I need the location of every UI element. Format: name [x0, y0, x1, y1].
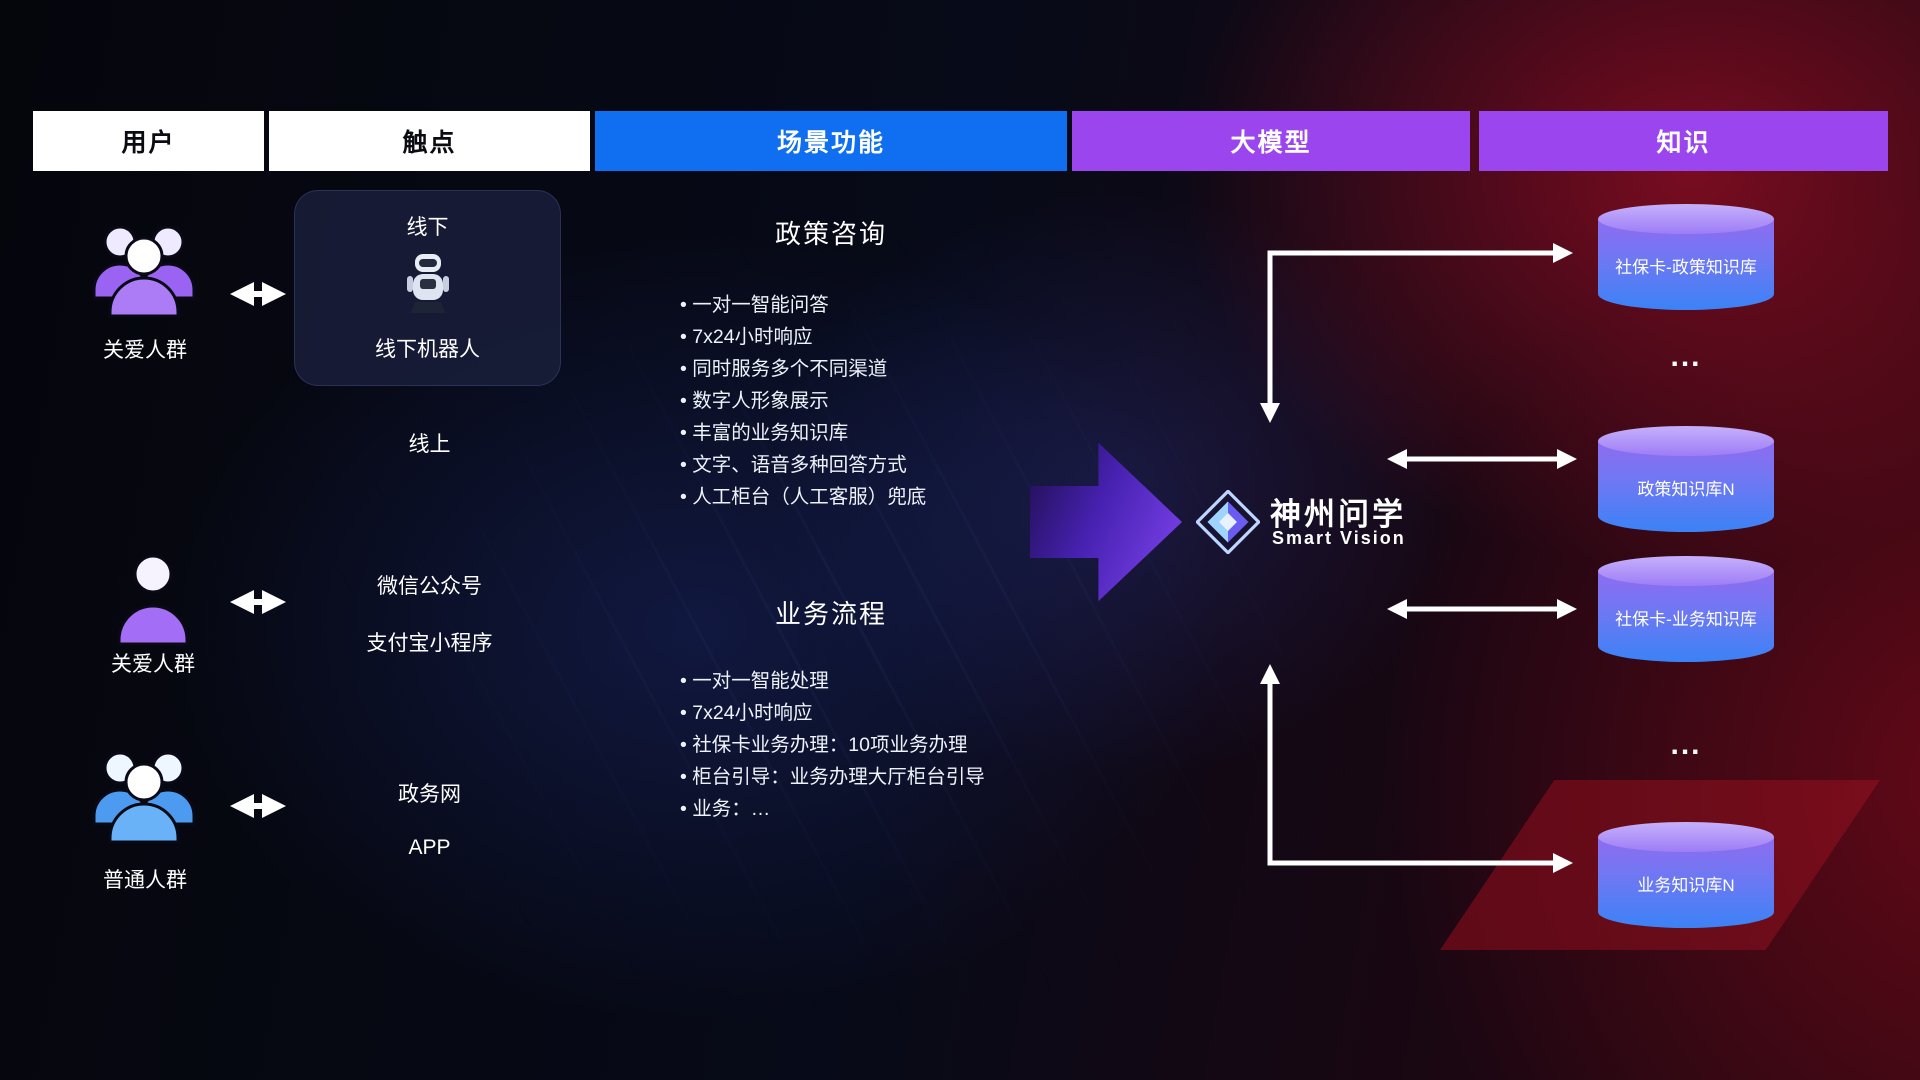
knowledge-db-policy-n: 政策知识库N: [1598, 426, 1774, 532]
scenario-policy-list: 一对一智能问答 7x24小时响应 同时服务多个不同渠道 数字人形象展示 丰富的业…: [680, 289, 1080, 513]
list-item: 人工柜台（人工客服）兜底: [680, 481, 1080, 513]
knowledge-db-policy-ssc: 社保卡-政策知识库: [1598, 204, 1774, 310]
column-header-users: 用户: [33, 111, 264, 171]
knowledge-db-label: 政策知识库N: [1637, 479, 1735, 499]
knowledge-db-label: 社保卡-业务知识库: [1615, 609, 1757, 629]
column-header-model: 大模型: [1072, 111, 1470, 171]
user-group-purple-icon: [82, 216, 206, 323]
cylinder-top: [1598, 204, 1774, 234]
user-label: 关爱人群: [111, 653, 195, 676]
smart-vision-logo-icon: [1195, 489, 1261, 555]
list-item: 柜台引导：业务办理大厅柜台引导: [680, 761, 1080, 793]
channel-govweb: 政务网: [398, 783, 461, 806]
user-label: 关爱人群: [103, 339, 187, 362]
user-group-blue-icon: [82, 742, 206, 849]
robot-icon: [404, 252, 452, 323]
knowledge-db-label: 业务知识库N: [1637, 875, 1735, 895]
list-item: 同时服务多个不同渠道: [680, 353, 1080, 385]
list-item: 文字、语音多种回答方式: [680, 449, 1080, 481]
ellipsis: ...: [1670, 340, 1702, 373]
knowledge-db-label: 社保卡-政策知识库: [1615, 257, 1757, 277]
cylinder-body: [1598, 571, 1774, 662]
cylinder-top: [1598, 556, 1774, 586]
column-header-scenarios: 场景功能: [595, 111, 1067, 171]
cylinder-body: [1598, 441, 1774, 532]
scenario-title-policy: 政策咨询: [774, 219, 887, 249]
offline-title: 线下: [406, 216, 449, 239]
cylinder-body: [1598, 219, 1774, 310]
knowledge-db-business-n: 业务知识库N: [1598, 822, 1774, 928]
list-item: 数字人形象展示: [680, 385, 1080, 417]
list-item: 一对一智能处理: [680, 665, 1080, 697]
list-item: 丰富的业务知识库: [680, 417, 1080, 449]
online-title: 线上: [408, 433, 451, 456]
knowledge-db-business-ssc: 社保卡-业务知识库: [1598, 556, 1774, 662]
channel-wechat: 微信公众号: [377, 575, 482, 598]
list-item: 7x24小时响应: [680, 321, 1080, 353]
column-header-knowledge: 知识: [1479, 111, 1888, 171]
offline-touchpoint-card: 线下 线下机器人: [294, 190, 561, 386]
list-item: 业务：…: [680, 793, 1080, 825]
channel-app: APP: [408, 836, 451, 859]
user-label: 普通人群: [103, 869, 187, 892]
model-subtitle: Smart Vision: [1272, 528, 1406, 548]
list-item: 7x24小时响应: [680, 697, 1080, 729]
cylinder-body: [1598, 837, 1774, 928]
column-header-touchpoints: 触点: [269, 111, 590, 171]
offline-robot-label: 线下机器人: [375, 338, 480, 361]
cylinder-top: [1598, 426, 1774, 456]
channel-alipay: 支付宝小程序: [366, 632, 493, 655]
scenario-title-business: 业务流程: [774, 599, 887, 629]
scenario-business-list: 一对一智能处理 7x24小时响应 社保卡业务办理：10项业务办理 柜台引导：业务…: [680, 665, 1080, 825]
model-name: 神州问学: [1270, 497, 1406, 532]
list-item: 社保卡业务办理：10项业务办理: [680, 729, 1080, 761]
list-item: 一对一智能问答: [680, 289, 1080, 321]
ellipsis: ...: [1670, 728, 1702, 761]
user-person-purple-icon: [114, 550, 192, 651]
